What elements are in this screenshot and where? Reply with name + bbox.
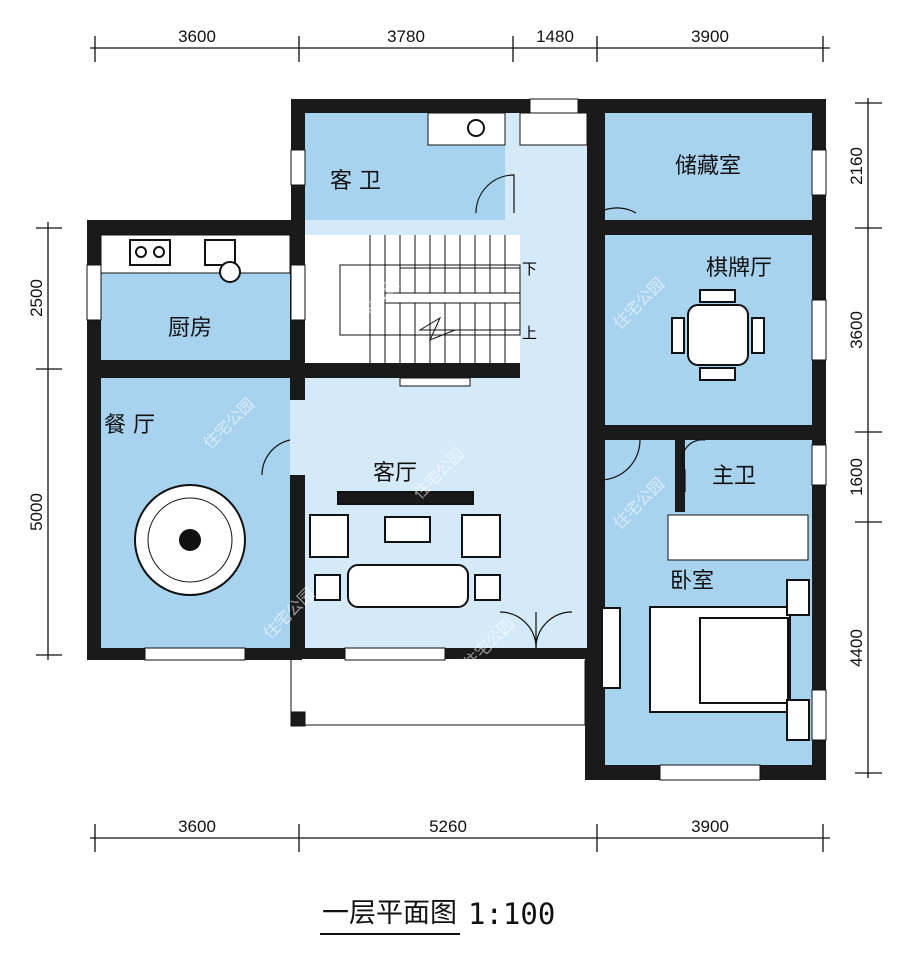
stove-icon <box>129 239 241 283</box>
drawing-scale: 1:100 <box>468 897 555 931</box>
room-label-living: 客厅 <box>373 461 417 486</box>
wardrobe <box>667 514 809 561</box>
stair-up-label: 上 <box>522 324 537 342</box>
windows <box>86 98 827 781</box>
sofa-set-icon <box>309 491 501 608</box>
stair-down-label: 下 <box>522 260 537 278</box>
doors[interactable] <box>261 174 706 649</box>
dim-right-3: 1600 <box>847 458 866 496</box>
room-label-storage: 储藏室 <box>675 154 741 179</box>
staircase[interactable]: 下 上 <box>305 235 537 387</box>
dim-bottom-3: 3900 <box>691 817 729 836</box>
dim-bottom-1: 3600 <box>178 817 216 836</box>
chess-table-icon <box>671 289 765 381</box>
washbasin-icon <box>467 119 485 137</box>
left-dimension-line <box>36 222 62 660</box>
room-label-kitchen: 厨房 <box>168 316 212 341</box>
room-label-bedroom: 卧室 <box>670 569 714 594</box>
drawing-title: 一层平面图 <box>322 898 457 929</box>
dining-table-icon <box>134 484 246 596</box>
bed-icon <box>601 579 810 741</box>
dim-top-2: 3780 <box>387 27 425 46</box>
room-label-guest-bath: 客 卫 <box>330 169 381 194</box>
bottom-dimension-line <box>90 824 830 852</box>
porch <box>290 660 586 727</box>
right-dimension-line <box>855 98 882 778</box>
room-label-master-bath: 主卫 <box>712 464 756 489</box>
dim-right-1: 2160 <box>847 147 866 185</box>
room-label-chess-room: 棋牌厅 <box>706 256 772 281</box>
dim-top-4: 3900 <box>691 27 729 46</box>
dim-left-1: 2500 <box>27 279 46 317</box>
master-bath-floor <box>685 440 812 512</box>
room-label-dining: 餐 厅 <box>104 413 155 438</box>
dim-top-3: 1480 <box>536 27 574 46</box>
dim-right-2: 3600 <box>847 311 866 349</box>
dim-bottom-2: 5260 <box>429 817 467 836</box>
dim-left-2: 5000 <box>27 493 46 531</box>
top-dimension-line <box>90 36 830 62</box>
dining-door-opening <box>290 400 305 475</box>
storage-floor <box>605 113 812 220</box>
dim-right-4: 4400 <box>847 629 866 667</box>
dim-top-1: 3600 <box>178 27 216 46</box>
